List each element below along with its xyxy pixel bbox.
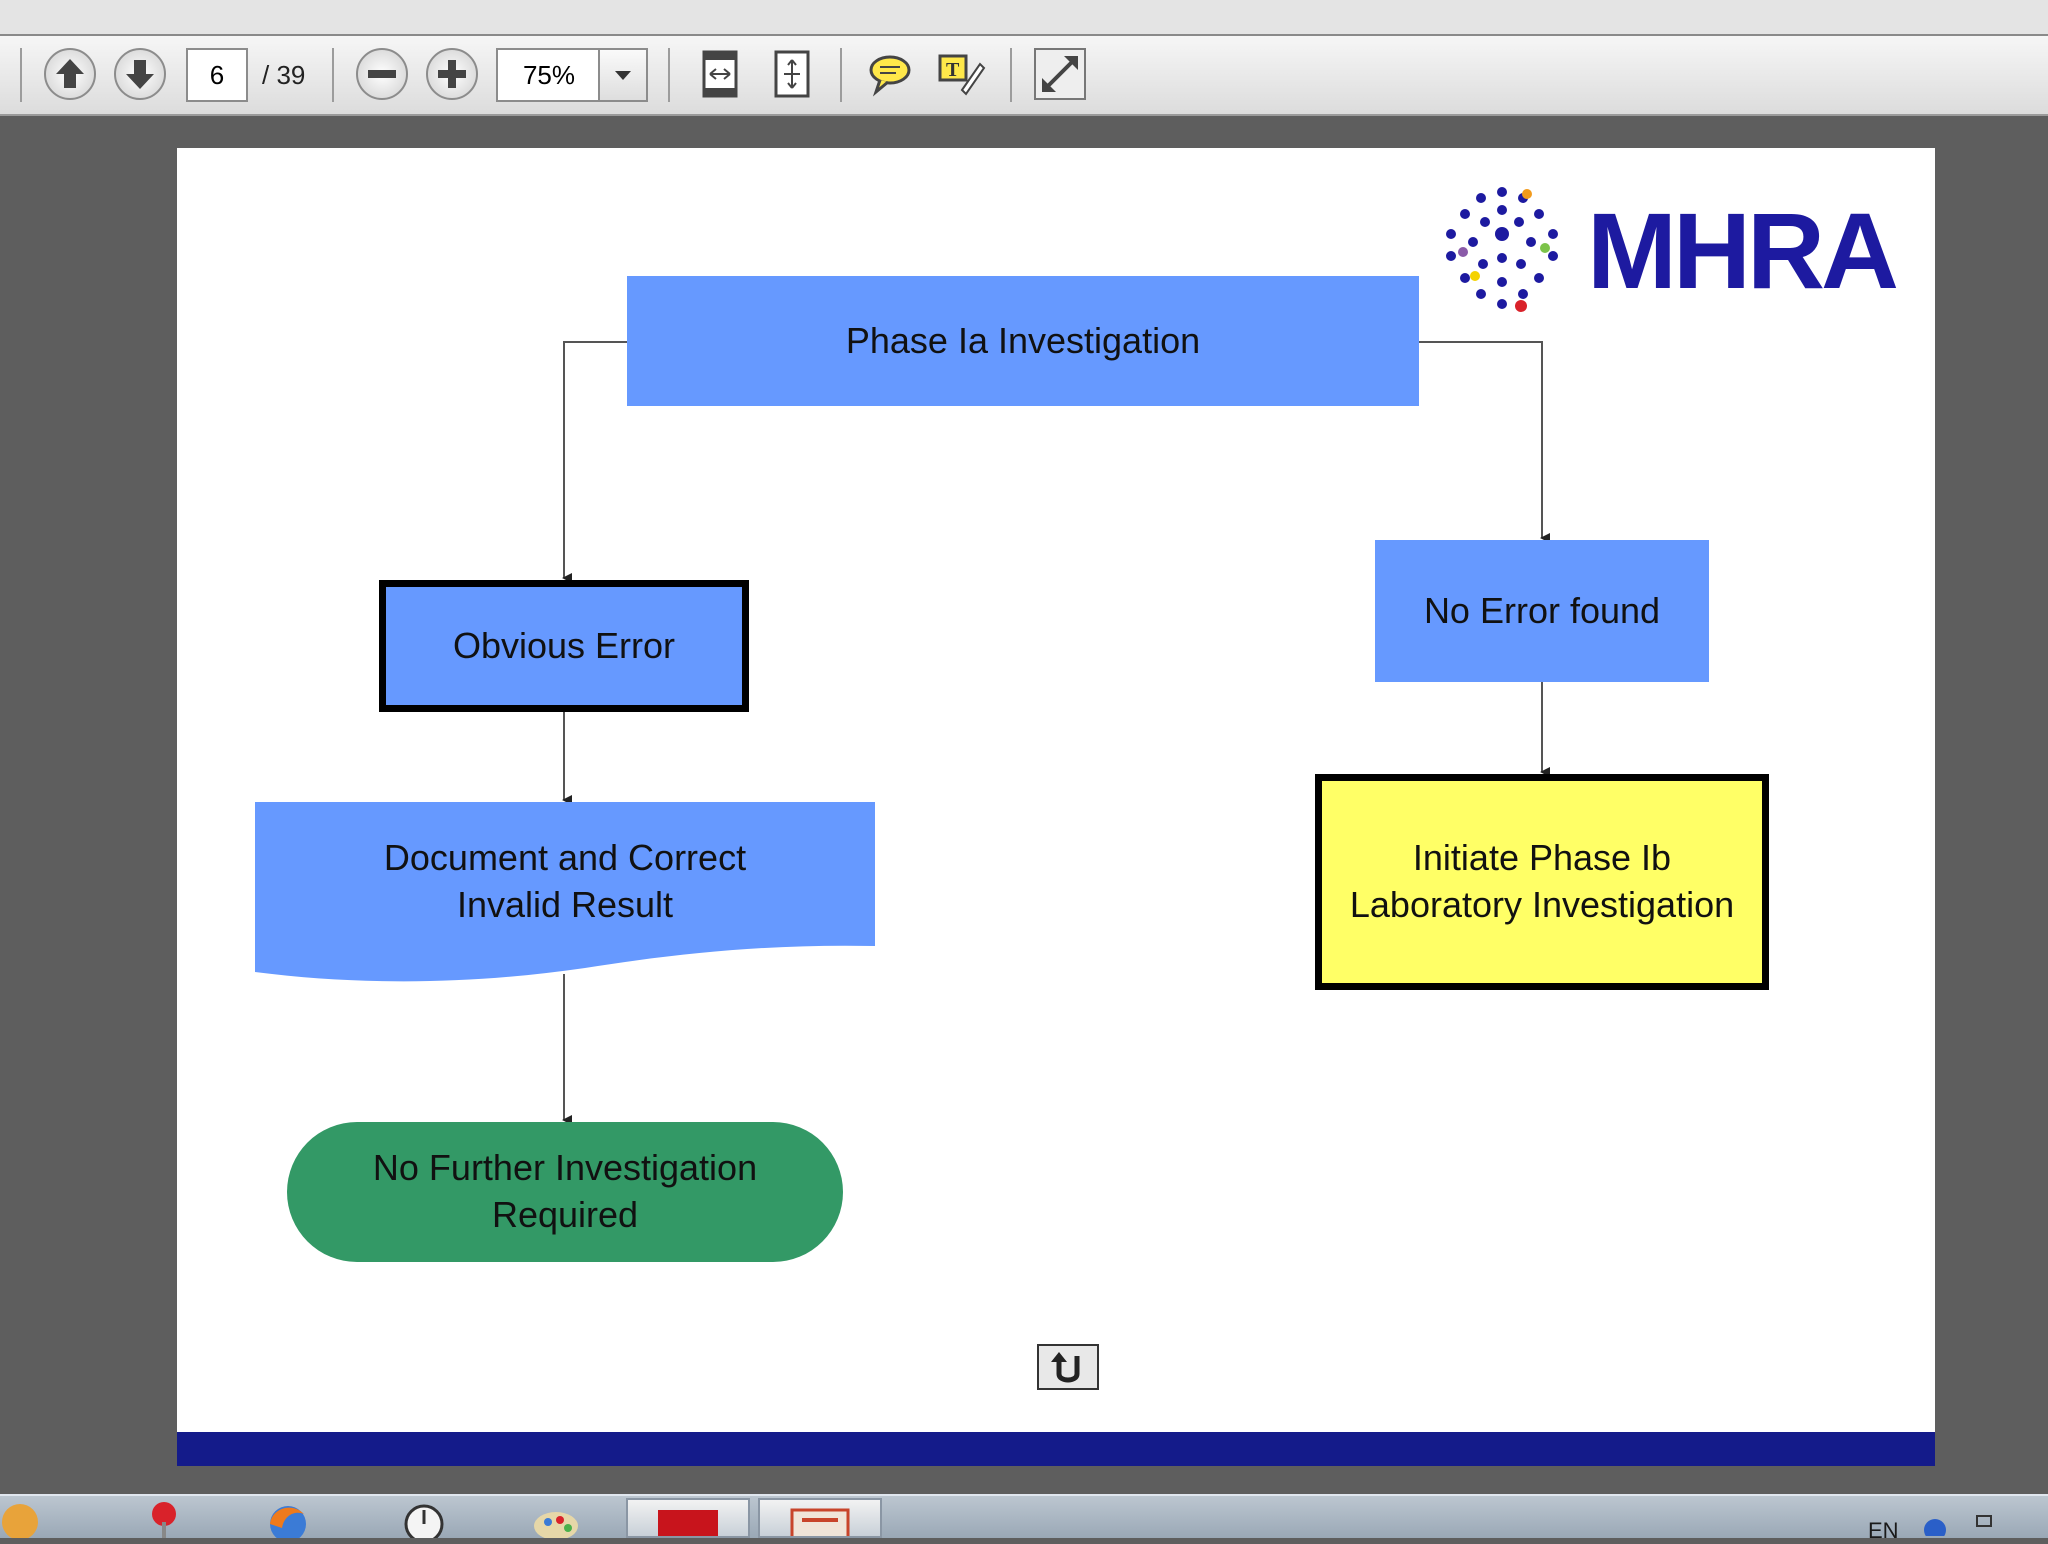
- initiate-phase-ib-label: Initiate Phase Ib Laboratory Investigati…: [1349, 837, 1735, 925]
- pushpin-icon: [152, 1502, 176, 1538]
- taskbar-pin-app[interactable]: [136, 1498, 188, 1538]
- mhra-logo-text: MHRA: [1587, 190, 1899, 311]
- pdf-toolbar: 6 / 39 75% T: [0, 36, 2048, 116]
- zoom-dropdown-button[interactable]: [598, 50, 646, 100]
- toolbar-separator: [1010, 48, 1012, 102]
- window-title-strip: [0, 0, 2048, 36]
- comment-button[interactable]: [864, 48, 916, 100]
- taskbar-paint-app[interactable]: [520, 1498, 584, 1540]
- taskbar-presentation-app[interactable]: [758, 1498, 882, 1542]
- toolbar-separator: [668, 48, 670, 102]
- fit-page-button[interactable]: [766, 48, 818, 100]
- taskbar-pdf-reader[interactable]: [626, 1498, 750, 1540]
- show-hidden-icons-icon[interactable]: [1974, 1512, 1996, 1530]
- no-further-label: No Further Investigation Required: [372, 1147, 758, 1235]
- document-and-correct-box: Document and Correct Invalid Result: [255, 802, 875, 962]
- page-number-input[interactable]: 6: [186, 48, 248, 102]
- clock-icon: [404, 1504, 444, 1544]
- next-page-button[interactable]: [114, 48, 166, 100]
- phase-ia-investigation-box: Phase Ia Investigation: [627, 276, 1419, 406]
- zoom-in-button[interactable]: [426, 48, 478, 100]
- flowchart-connectors: [562, 341, 1550, 1125]
- fit-width-button[interactable]: [694, 48, 746, 100]
- obvious-error-label: Obvious Error: [452, 624, 676, 666]
- arrow-down-icon: [126, 60, 154, 89]
- pdf-page: MHRA Phase Ia Investigation Obvious Erro…: [177, 148, 1935, 1466]
- windows-start-icon: [2, 1504, 38, 1540]
- minus-icon: [368, 70, 396, 78]
- zoom-select[interactable]: 75%: [496, 48, 648, 102]
- fit-width-icon: [702, 50, 738, 98]
- text-markup-icon: T: [938, 54, 986, 96]
- help-icon[interactable]: [1920, 1514, 1950, 1536]
- start-button[interactable]: [0, 1498, 52, 1540]
- toolbar-separator: [20, 48, 22, 102]
- zoom-out-button[interactable]: [356, 48, 408, 100]
- pdf-reader-icon: [658, 1510, 718, 1540]
- taskbar-firefox[interactable]: [258, 1498, 318, 1542]
- windows-taskbar: [0, 1494, 2048, 1544]
- initiate-phase-ib-box: Initiate Phase Ib Laboratory Investigati…: [1315, 774, 1769, 990]
- arrow-up-icon: [56, 59, 84, 88]
- fit-page-icon: [774, 50, 810, 98]
- plus-icon: [438, 60, 466, 88]
- phase-ia-label: Phase Ia Investigation: [845, 319, 1201, 361]
- firefox-icon: [270, 1506, 306, 1542]
- previous-page-button[interactable]: [44, 48, 96, 100]
- u-turn-arrow-icon: [1051, 1352, 1080, 1383]
- paint-palette-icon: [534, 1512, 578, 1540]
- no-error-label: No Error found: [1423, 589, 1661, 631]
- zoom-value: 75%: [522, 60, 576, 90]
- toolbar-separator: [840, 48, 842, 102]
- slide-footer-bar: [177, 1432, 1935, 1466]
- page-total-label: / 39: [262, 60, 306, 90]
- document-correct-label: Document and Correct Invalid Result: [383, 837, 747, 925]
- return-button[interactable]: [1037, 1344, 1099, 1390]
- fullscreen-button[interactable]: [1034, 48, 1086, 100]
- svg-text:T: T: [946, 59, 960, 81]
- expand-icon: [1042, 56, 1078, 92]
- document-shape: [255, 802, 875, 982]
- presentation-icon: [790, 1508, 850, 1542]
- speech-bubble-icon: [869, 55, 911, 97]
- obvious-error-box: Obvious Error: [379, 580, 749, 712]
- no-error-found-box: No Error found: [1375, 540, 1709, 682]
- toolbar-separator: [332, 48, 334, 102]
- highlight-text-button[interactable]: T: [934, 48, 986, 100]
- language-indicator[interactable]: EN: [1868, 1518, 1899, 1543]
- no-further-investigation-terminal: No Further Investigation Required: [287, 1122, 843, 1262]
- taskbar-clock-app[interactable]: [390, 1498, 450, 1544]
- mhra-logo-dots: [1446, 187, 1558, 312]
